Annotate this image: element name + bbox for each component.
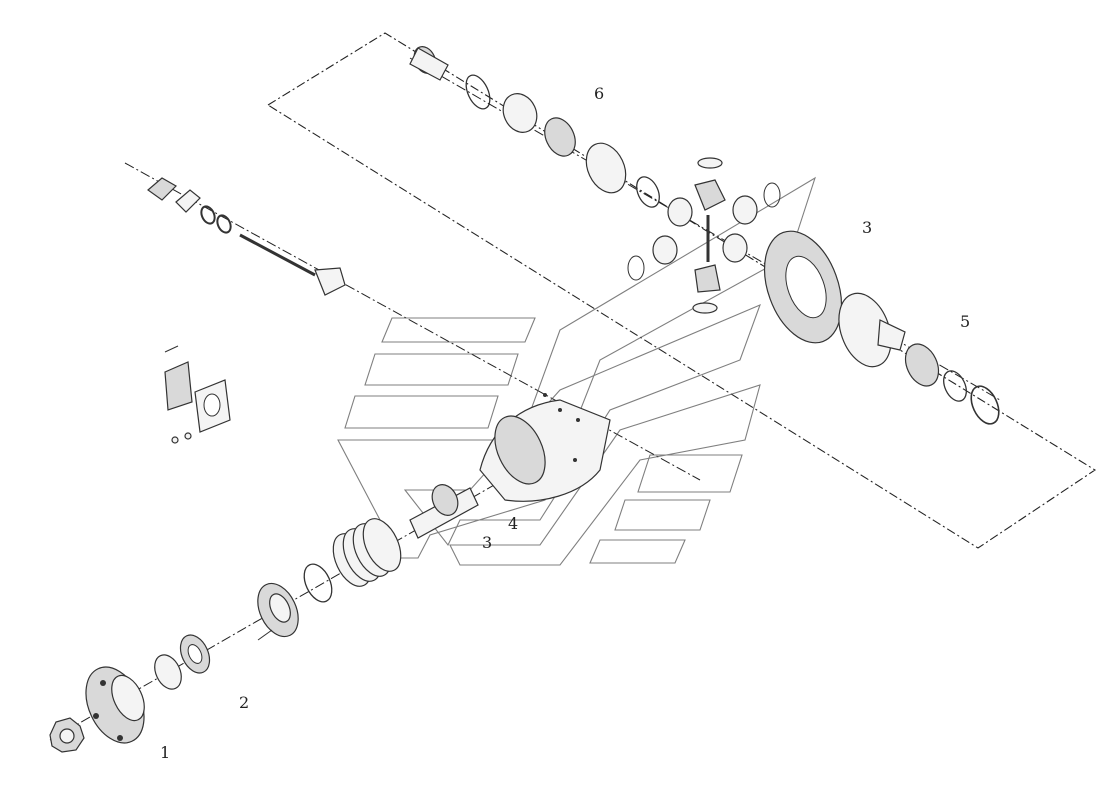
- differential-bearing-6: [409, 46, 660, 208]
- watermark-logo: [337, 176, 816, 566]
- label-2: 2: [239, 693, 249, 712]
- assembly-frame: [267, 32, 1097, 549]
- o-ring-part: [303, 563, 333, 603]
- shim-stack-part: [332, 518, 402, 587]
- ring-gear-part: [763, 230, 843, 344]
- cross-shaft-parts: [147, 177, 346, 296]
- label-3-lower: 3: [482, 533, 492, 552]
- cover-plate-part: [164, 345, 231, 444]
- nut-part: [49, 717, 85, 753]
- carrier-housing-part: [479, 393, 611, 502]
- label-5: 5: [960, 312, 970, 331]
- drive-pinion-part: [409, 484, 479, 539]
- flange-part: [85, 666, 145, 744]
- differential-case-5: [838, 292, 1000, 425]
- label-3-upper: 3: [862, 218, 872, 237]
- label-1: 1: [160, 743, 170, 762]
- bearing-part: [257, 582, 299, 641]
- label-4: 4: [508, 514, 518, 533]
- label-6: 6: [594, 84, 604, 103]
- seal-part: [154, 634, 211, 690]
- differential-gears: [627, 157, 781, 314]
